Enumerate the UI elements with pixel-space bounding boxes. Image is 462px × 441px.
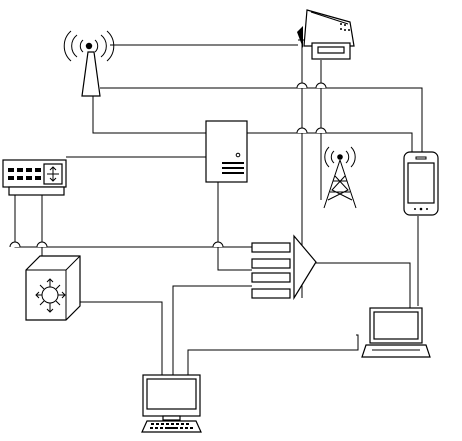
patch-panel-icon xyxy=(251,234,317,301)
crossing-bump xyxy=(36,241,48,248)
crossing-bump xyxy=(296,127,308,134)
crossing-bump xyxy=(212,241,224,248)
link-panel-phone xyxy=(316,262,411,308)
link-server-panel xyxy=(217,182,252,271)
crossing-bump xyxy=(296,82,308,89)
link-ap-phone xyxy=(100,87,423,152)
wifi-antenna-icon xyxy=(63,30,115,97)
link-laptop-desktop xyxy=(187,334,359,375)
desktop-monitor-icon xyxy=(141,374,202,433)
printer-icon xyxy=(297,9,355,60)
link-ap-server xyxy=(92,96,206,134)
laptop-icon xyxy=(361,307,431,358)
link-server-phone xyxy=(247,132,413,152)
crossing-bump xyxy=(315,127,327,134)
cell-tower-icon xyxy=(323,146,357,209)
link-switch-panel xyxy=(14,195,252,248)
server-tower-icon xyxy=(205,120,248,183)
router-cube-icon xyxy=(25,255,81,321)
connection-lines xyxy=(14,39,423,375)
link-panel-desktop xyxy=(172,285,252,375)
switch-icon xyxy=(2,159,67,196)
link-router-desktop xyxy=(80,301,163,375)
crossing-bump xyxy=(9,241,21,248)
crossing-bumps xyxy=(9,82,327,248)
smartphone-icon xyxy=(403,151,439,216)
crossing-bump xyxy=(315,82,327,89)
